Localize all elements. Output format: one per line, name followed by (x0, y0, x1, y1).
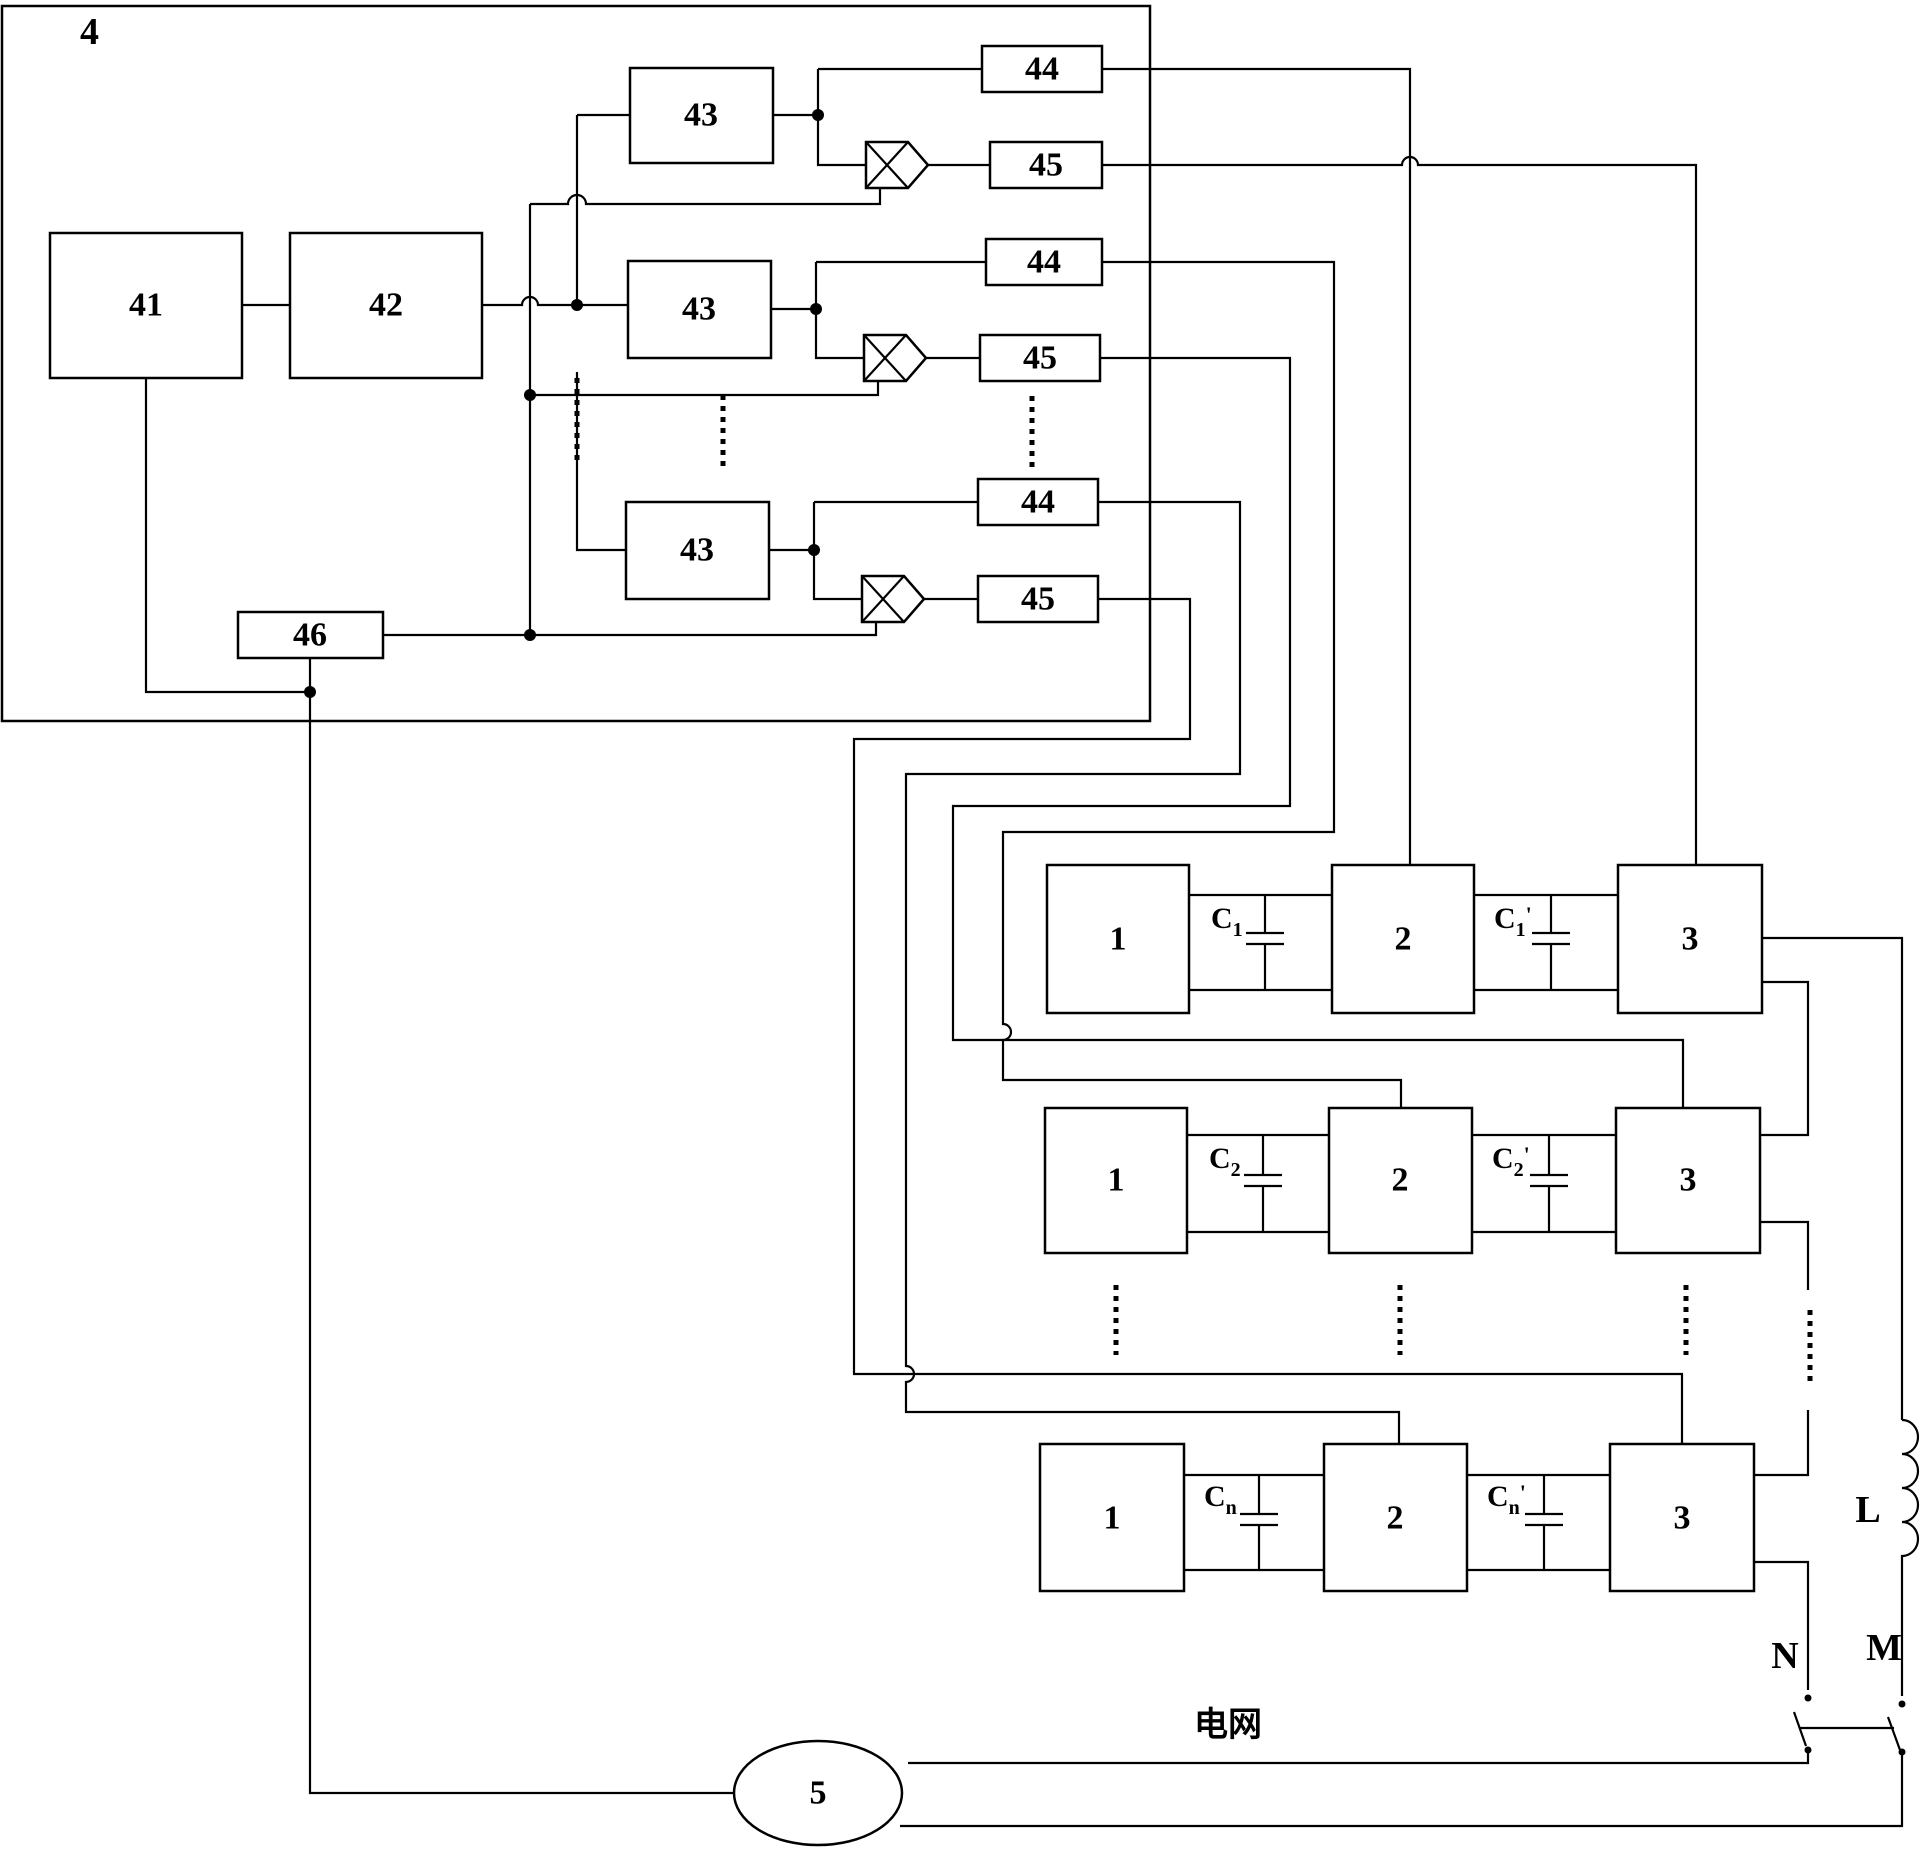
block-44-2: 44 (986, 239, 1102, 285)
grid-label: 电网 (1194, 1705, 1262, 1745)
terminal-label-m: M (1866, 1627, 1902, 1669)
svg-text:45: 45 (1029, 147, 1063, 184)
block-45-1: 45 (990, 142, 1102, 188)
block-46: 46 (238, 612, 383, 658)
block-41: 41 (50, 233, 242, 378)
svg-text:46: 46 (293, 617, 327, 654)
block-44-n: 44 (978, 479, 1098, 525)
svg-text:2: 2 (1387, 1500, 1404, 1537)
inductor-symbol (1902, 1420, 1918, 1640)
capacitor-label-c2-prime: C2' (1492, 1142, 1530, 1181)
svg-text:3: 3 (1682, 921, 1699, 958)
multiplier-1 (866, 142, 928, 188)
capacitor-label-c1-prime: C1' (1494, 902, 1532, 941)
capacitor-label-cn-prime: Cn' (1487, 1480, 1526, 1519)
capacitor-label-c2: C2 (1209, 1142, 1241, 1181)
converter-row-2: 2 (1329, 1108, 1472, 1253)
svg-text:2: 2 (1395, 921, 1412, 958)
multiplier-n (862, 576, 924, 622)
svg-text:41: 41 (129, 287, 163, 324)
rectifier-row-1: 1 (1047, 865, 1189, 1013)
block-43-2: 43 (628, 261, 771, 358)
svg-text:1: 1 (1108, 1162, 1125, 1199)
converter-row-1: 2 (1332, 865, 1474, 1013)
svg-text:42: 42 (369, 287, 403, 324)
terminal-label-n: N (1771, 1635, 1798, 1677)
svg-text:3: 3 (1680, 1162, 1697, 1199)
rectifier-row-2: 1 (1045, 1108, 1187, 1253)
inverter-row-n: 3 (1610, 1444, 1754, 1591)
svg-text:45: 45 (1021, 581, 1055, 618)
capacitor-label-c1: C1 (1211, 902, 1243, 941)
block-44-1: 44 (982, 46, 1102, 92)
svg-text:1: 1 (1110, 921, 1127, 958)
svg-text:1: 1 (1104, 1500, 1121, 1537)
svg-text:44: 44 (1021, 484, 1055, 521)
svg-text:43: 43 (680, 532, 714, 569)
svg-text:5: 5 (810, 1775, 827, 1812)
svg-text:2: 2 (1392, 1162, 1409, 1199)
grid-switch (1794, 1695, 1906, 1756)
controller-label: 4 (80, 11, 99, 53)
source-5: 5 (734, 1741, 902, 1845)
svg-text:3: 3 (1674, 1500, 1691, 1537)
svg-text:43: 43 (684, 97, 718, 134)
converter-row-n: 2 (1324, 1444, 1467, 1591)
svg-text:45: 45 (1023, 340, 1057, 377)
block-45-2: 45 (980, 335, 1100, 381)
svg-text:44: 44 (1027, 244, 1061, 281)
capacitor-label-cn: Cn (1204, 1480, 1237, 1519)
inverter-row-2: 3 (1616, 1108, 1760, 1253)
svg-text:44: 44 (1025, 51, 1059, 88)
block-43-1: 43 (630, 68, 773, 163)
block-42: 42 (290, 233, 482, 378)
multiplier-2 (864, 335, 926, 381)
inverter-row-1: 3 (1618, 865, 1762, 1013)
block-45-n: 45 (978, 576, 1098, 622)
block-43-n: 43 (626, 502, 769, 599)
inductor-label: L (1855, 1489, 1880, 1531)
rectifier-row-n: 1 (1040, 1444, 1184, 1591)
svg-text:43: 43 (682, 291, 716, 328)
